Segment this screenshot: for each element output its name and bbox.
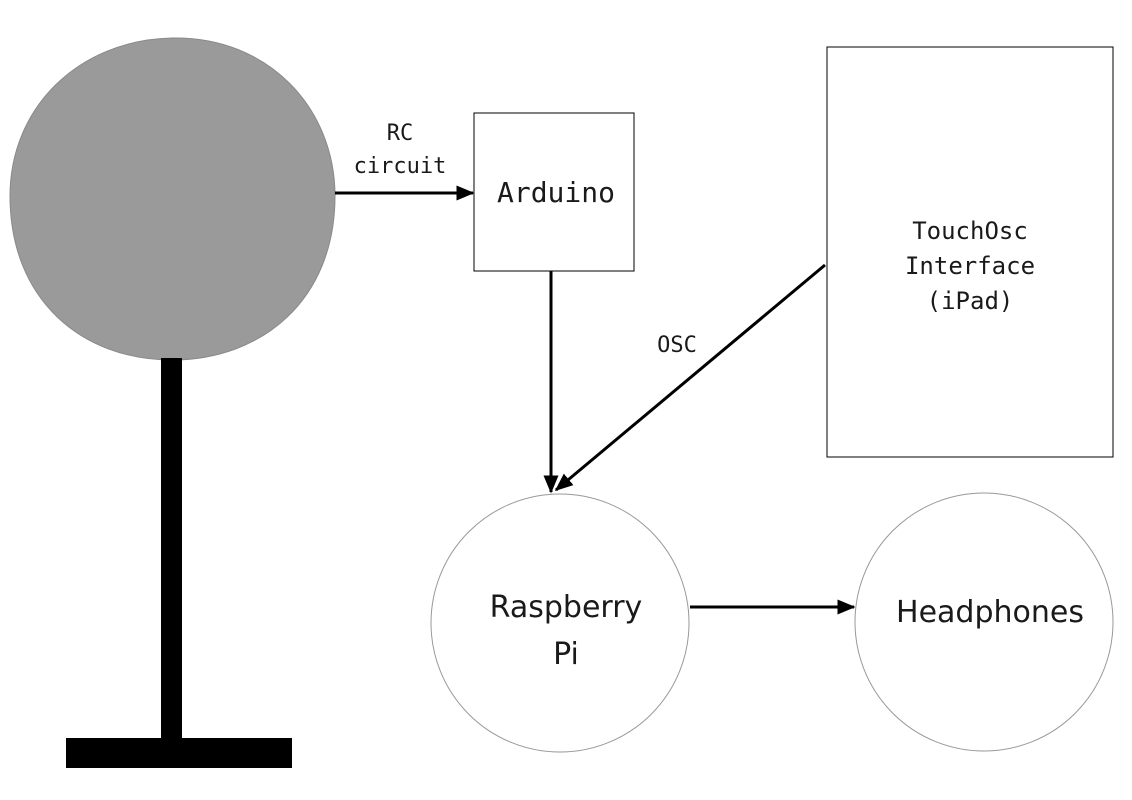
edge-label-circuit: circuit [354, 154, 447, 179]
node-touchosc: TouchOsc Interface (iPad) [826, 46, 1114, 458]
stand-pole [161, 358, 182, 738]
headphones-label: Headphones [896, 595, 1084, 630]
stand-base [66, 738, 292, 768]
touchosc-label-line3: (iPad) [927, 287, 1014, 315]
touchosc-label-line2: Interface [905, 252, 1035, 280]
edge-ipad-to-pi: OSC [554, 263, 826, 492]
arduino-label: Arduino [497, 176, 615, 209]
arrow-ipad-to-pi [554, 263, 826, 492]
node-headphones: Headphones [854, 492, 1114, 752]
sensor-stand [9, 37, 336, 768]
raspberry-pi-circle [430, 493, 690, 753]
edge-sensor-to-arduino: RC circuit [335, 121, 475, 201]
edge-label-osc: OSC [657, 333, 697, 358]
raspberry-pi-label-line1: Raspberry [490, 590, 643, 625]
arduino-box [473, 112, 635, 272]
headphones-circle [854, 492, 1114, 752]
touchosc-box [826, 46, 1114, 458]
touchosc-label-line1: TouchOsc [912, 217, 1028, 245]
edge-label-rc: RC [387, 121, 414, 146]
sensor-sphere [9, 37, 336, 361]
node-arduino: Arduino [473, 112, 635, 272]
raspberry-pi-label-line2: Pi [553, 637, 579, 672]
node-raspberry-pi: Raspberry Pi [430, 493, 690, 753]
